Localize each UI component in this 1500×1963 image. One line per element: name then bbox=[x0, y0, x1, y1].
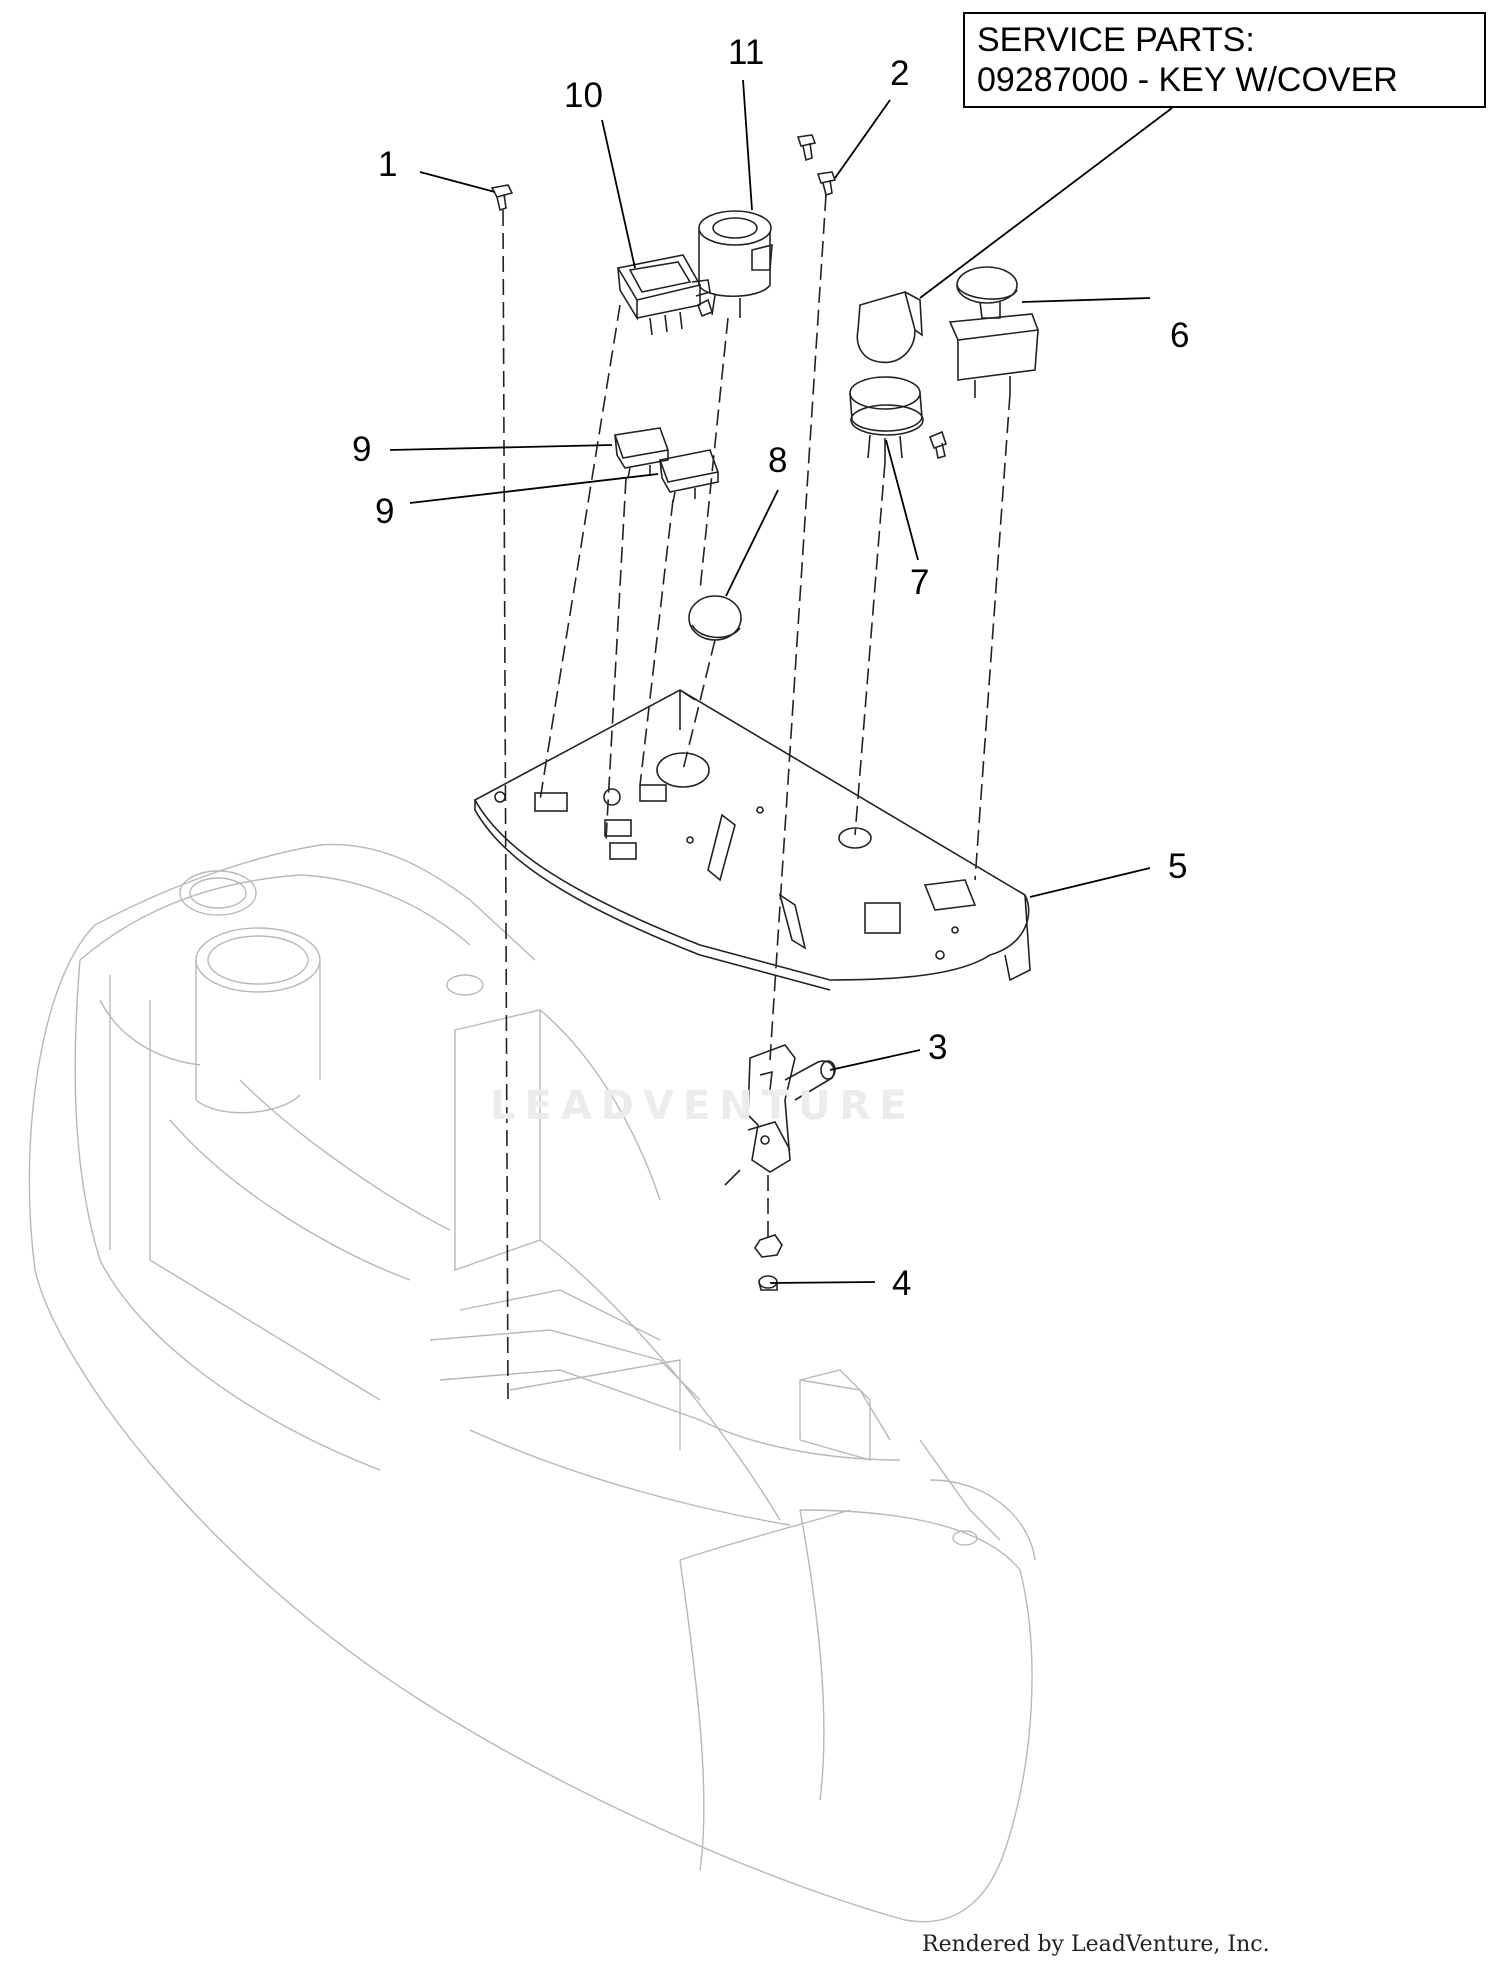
callout-9-lower: 9 bbox=[375, 492, 395, 531]
rendered-by-footer: Rendered by LeadVenture, Inc. bbox=[922, 1932, 1270, 1957]
pto-switch-part-6 bbox=[948, 266, 1040, 398]
service-part-number: 09287000 - KEY W/COVER bbox=[977, 61, 1398, 99]
screw-part-1 bbox=[490, 184, 514, 212]
bracket-part-3 bbox=[724, 1044, 836, 1186]
callout-5: 5 bbox=[1168, 847, 1188, 886]
callout-8: 8 bbox=[768, 441, 788, 480]
callout-9-upper: 9 bbox=[352, 430, 372, 469]
callout-6: 6 bbox=[1170, 316, 1190, 355]
watermark: LEADVENTURE bbox=[490, 1083, 916, 1129]
switch-part-9-upper bbox=[613, 427, 670, 479]
hole-plug-part-8 bbox=[688, 595, 742, 641]
service-parts-heading: SERVICE PARTS: bbox=[977, 21, 1255, 59]
callout-4: 4 bbox=[892, 1264, 912, 1303]
rocker-switch-part-10 bbox=[616, 254, 711, 336]
leader-lines bbox=[389, 79, 1173, 1284]
service-parts-box: SERVICE PARTS: 09287000 - KEY W/COVER bbox=[963, 12, 1486, 108]
console-housing bbox=[28, 843, 1036, 1923]
callout-3: 3 bbox=[928, 1028, 948, 1067]
nut-part-4 bbox=[754, 1234, 783, 1291]
callout-11: 11 bbox=[728, 33, 765, 72]
switch-part-9-lower bbox=[658, 449, 720, 503]
callout-2: 2 bbox=[890, 54, 910, 93]
callout-7: 7 bbox=[910, 563, 930, 602]
callout-1: 1 bbox=[378, 145, 398, 184]
assembly-lines bbox=[502, 194, 1011, 1401]
power-outlet-part-11 bbox=[697, 210, 773, 318]
mounting-plate bbox=[473, 689, 1031, 991]
callout-10: 10 bbox=[564, 76, 603, 115]
key-switch-part-7 bbox=[849, 291, 948, 462]
screw-part-2 bbox=[796, 134, 837, 197]
